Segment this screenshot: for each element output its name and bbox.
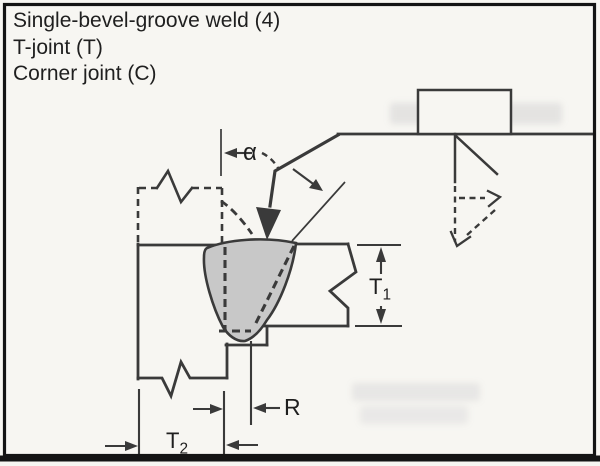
alternate-bevel-symbol-dashed bbox=[449, 186, 503, 248]
thickness-t2-label: T2 bbox=[166, 428, 189, 458]
title-line-t-joint: T-joint (T) bbox=[13, 35, 103, 59]
alternate-member-dashed-outline bbox=[136, 168, 224, 244]
leader-arrow bbox=[256, 132, 341, 240]
hidden-joint-edges-dashed bbox=[219, 245, 296, 333]
bevel-groove-symbol bbox=[453, 132, 499, 184]
title-line-weld-type: Single-bevel-groove weld (4) bbox=[13, 9, 281, 32]
left-member-outline bbox=[136, 242, 229, 400]
welding-symbol bbox=[336, 88, 594, 248]
thickness-t1-label: T1 bbox=[369, 274, 392, 304]
figure-title: Single-bevel-groove weld (4) T-joint (T)… bbox=[13, 8, 280, 88]
t1-dimension bbox=[355, 243, 402, 328]
bevel-face-extension-line bbox=[291, 181, 346, 242]
backing-bar-outline bbox=[224, 325, 269, 347]
t2-dimension bbox=[105, 389, 258, 454]
right-member-outline bbox=[257, 242, 358, 328]
bevel-angle-label: α bbox=[243, 139, 257, 166]
weld-bead bbox=[202, 238, 298, 343]
root-opening-dimension bbox=[193, 341, 280, 425]
root-opening-label: R bbox=[284, 394, 301, 420]
bevel-angle-dimension bbox=[220, 148, 323, 235]
title-line-corner-joint: Corner joint (C) bbox=[13, 62, 157, 85]
backing-symbol-rectangle bbox=[416, 88, 513, 136]
